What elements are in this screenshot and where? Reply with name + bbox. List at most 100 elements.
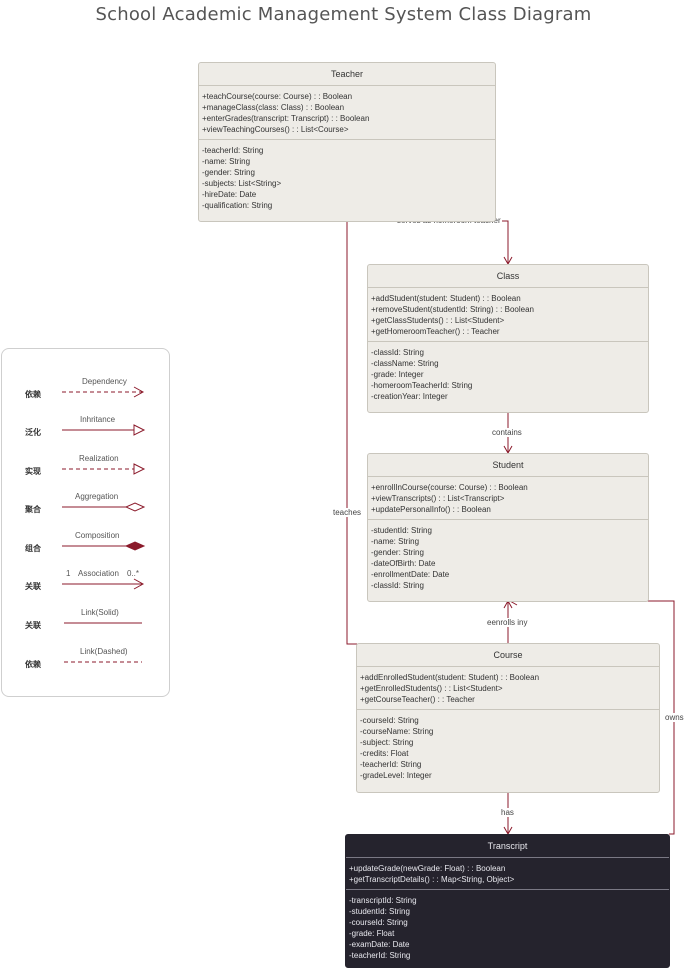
class-box-teacher[interactable]: Teacher +teachCourse(course: Course) : :… bbox=[198, 62, 496, 222]
attribute: -enrollmentDate: Date bbox=[371, 570, 450, 579]
attribute: -name: String bbox=[202, 157, 251, 166]
attribute: -teacherId: String bbox=[360, 760, 422, 769]
attribute: -subject: String bbox=[360, 738, 414, 747]
method: +enrollInCourse(course: Course) : : Bool… bbox=[371, 483, 528, 492]
attribute: -hireDate: Date bbox=[202, 190, 257, 199]
attribute: -teacherId: String bbox=[349, 951, 411, 960]
method: +updatePersonalInfo() : : Boolean bbox=[371, 505, 491, 514]
method: +teachCourse(course: Course) : : Boolean bbox=[202, 92, 353, 101]
owns-label: owns bbox=[664, 713, 685, 722]
attribute: -teacherId: String bbox=[202, 146, 264, 155]
class-name: Course bbox=[357, 644, 659, 667]
teaches-connector[interactable] bbox=[346, 221, 357, 645]
attributes-section: -courseId: String -courseName: String -s… bbox=[357, 709, 659, 785]
has-label: has bbox=[500, 808, 515, 817]
method: +enterGrades(transcript: Transcript) : :… bbox=[202, 114, 370, 123]
methods-section: +teachCourse(course: Course) : : Boolean… bbox=[199, 86, 495, 139]
legend-name: 依赖 bbox=[25, 660, 41, 669]
legend-label: Realization bbox=[79, 454, 119, 463]
attributes-section: -classId: String -className: String -gra… bbox=[368, 341, 648, 406]
attribute: -creationYear: Integer bbox=[371, 392, 448, 401]
aggregation-line-icon bbox=[62, 502, 146, 512]
attribute: -gender: String bbox=[371, 548, 424, 557]
legend-name: 实现 bbox=[25, 467, 41, 476]
method: +updateGrade(newGrade: Float) : : Boolea… bbox=[349, 864, 506, 873]
legend-label: Composition bbox=[75, 531, 120, 540]
link-dashed-line-icon bbox=[64, 661, 142, 663]
class-box-course[interactable]: Course +addEnrolledStudent(student: Stud… bbox=[356, 643, 660, 793]
legend-name: 泛化 bbox=[25, 428, 41, 437]
legend-name: 关联 bbox=[25, 582, 41, 591]
methods-section: +updateGrade(newGrade: Float) : : Boolea… bbox=[346, 858, 669, 889]
legend-name: 组合 bbox=[25, 544, 41, 553]
attribute: -grade: Integer bbox=[371, 370, 424, 379]
method: +getTranscriptDetails() : : Map<String, … bbox=[349, 875, 515, 884]
attribute: -homeroomTeacherId: String bbox=[371, 381, 473, 390]
attributes-section: -transcriptId: String -studentId: String… bbox=[346, 889, 669, 965]
attribute: -courseName: String bbox=[360, 727, 434, 736]
attribute: -classId: String bbox=[371, 348, 424, 357]
method: +viewTeachingCourses() : : List<Course> bbox=[202, 125, 349, 134]
attribute: -gender: String bbox=[202, 168, 255, 177]
attribute: -classId: String bbox=[371, 581, 424, 590]
legend-row-inheritance: 泛化 Inhritance bbox=[2, 415, 169, 447]
homeroom-connector[interactable] bbox=[347, 220, 513, 266]
attribute: -studentId: String bbox=[371, 526, 432, 535]
method: +manageClass(class: Class) : : Boolean bbox=[202, 103, 345, 112]
multiplicity-left: 1 bbox=[66, 569, 71, 578]
legend-panel: 依赖 Dependency 泛化 Inhritance 实现 Realizati… bbox=[1, 348, 170, 697]
inheritance-line-icon bbox=[62, 424, 146, 436]
method: +removeStudent(studentId: String) : : Bo… bbox=[371, 305, 534, 314]
methods-section: +addEnrolledStudent(student: Student) : … bbox=[357, 667, 659, 709]
class-box-student[interactable]: Student +enrollInCourse(course: Course) … bbox=[367, 453, 649, 602]
attribute: -grade: Float bbox=[349, 929, 395, 938]
legend-row-composition: 组合 Composition bbox=[2, 531, 169, 563]
attributes-section: -teacherId: String -name: String -gender… bbox=[199, 139, 495, 215]
teaches-label: teaches bbox=[332, 508, 363, 517]
legend-row-dependency: 依赖 Dependency bbox=[2, 377, 169, 409]
method: +getEnrolledStudents() : : List<Student> bbox=[360, 684, 503, 693]
dependency-line-icon bbox=[62, 386, 145, 398]
class-name: Class bbox=[368, 265, 648, 288]
class-name: Transcript bbox=[346, 835, 669, 858]
contains-label: contains bbox=[491, 428, 523, 437]
attribute: -credits: Float bbox=[360, 749, 409, 758]
legend-label: Inhritance bbox=[80, 415, 116, 424]
composition-line-icon bbox=[62, 541, 146, 551]
attribute: -className: String bbox=[371, 359, 439, 368]
realization-line-icon bbox=[62, 463, 146, 475]
method: +viewTranscripts() : : List<Transcript> bbox=[371, 494, 505, 503]
enrolls-label: eenrolls iny bbox=[486, 618, 529, 627]
legend-name: 依赖 bbox=[25, 390, 41, 399]
methods-section: +addStudent(student: Student) : : Boolea… bbox=[368, 288, 648, 341]
attribute: -subjects: List<String> bbox=[202, 179, 282, 188]
legend-label: Aggregation bbox=[75, 492, 119, 501]
attribute: -name: String bbox=[371, 537, 420, 546]
class-name: Student bbox=[368, 454, 648, 477]
method: +addEnrolledStudent(student: Student) : … bbox=[360, 673, 540, 682]
association-line-icon bbox=[62, 578, 145, 590]
legend-label: Link(Solid) bbox=[81, 608, 119, 617]
attributes-section: -studentId: String -name: String -gender… bbox=[368, 519, 648, 595]
attribute: -courseId: String bbox=[360, 716, 419, 725]
class-box-class[interactable]: Class +addStudent(student: Student) : : … bbox=[367, 264, 649, 413]
legend-row-link-solid: 关联 Link(Solid) bbox=[2, 608, 169, 640]
attribute: -gradeLevel: Integer bbox=[360, 771, 432, 780]
link-solid-line-icon bbox=[64, 622, 142, 624]
attribute: -dateOfBirth: Date bbox=[371, 559, 436, 568]
methods-section: +enrollInCourse(course: Course) : : Bool… bbox=[368, 477, 648, 519]
class-box-transcript[interactable]: Transcript +updateGrade(newGrade: Float)… bbox=[345, 834, 670, 968]
legend-label: Dependency bbox=[82, 377, 127, 386]
diagram-title: School Academic Management System Class … bbox=[95, 4, 592, 25]
method: +getHomeroomTeacher() : : Teacher bbox=[371, 327, 500, 336]
method: +getClassStudents() : : List<Student> bbox=[371, 316, 505, 325]
legend-row-link-dashed: 依赖 Link(Dashed) bbox=[2, 647, 169, 679]
method: +addStudent(student: Student) : : Boolea… bbox=[371, 294, 521, 303]
legend-row-aggregation: 聚合 Aggregation bbox=[2, 492, 169, 524]
attribute: -examDate: Date bbox=[349, 940, 410, 949]
attribute: -studentId: String bbox=[349, 907, 410, 916]
attribute: -courseId: String bbox=[349, 918, 408, 927]
legend-row-association: 关联 1 Association 0..* bbox=[2, 569, 169, 601]
method: +getCourseTeacher() : : Teacher bbox=[360, 695, 475, 704]
multiplicity-right: 0..* bbox=[127, 569, 140, 578]
